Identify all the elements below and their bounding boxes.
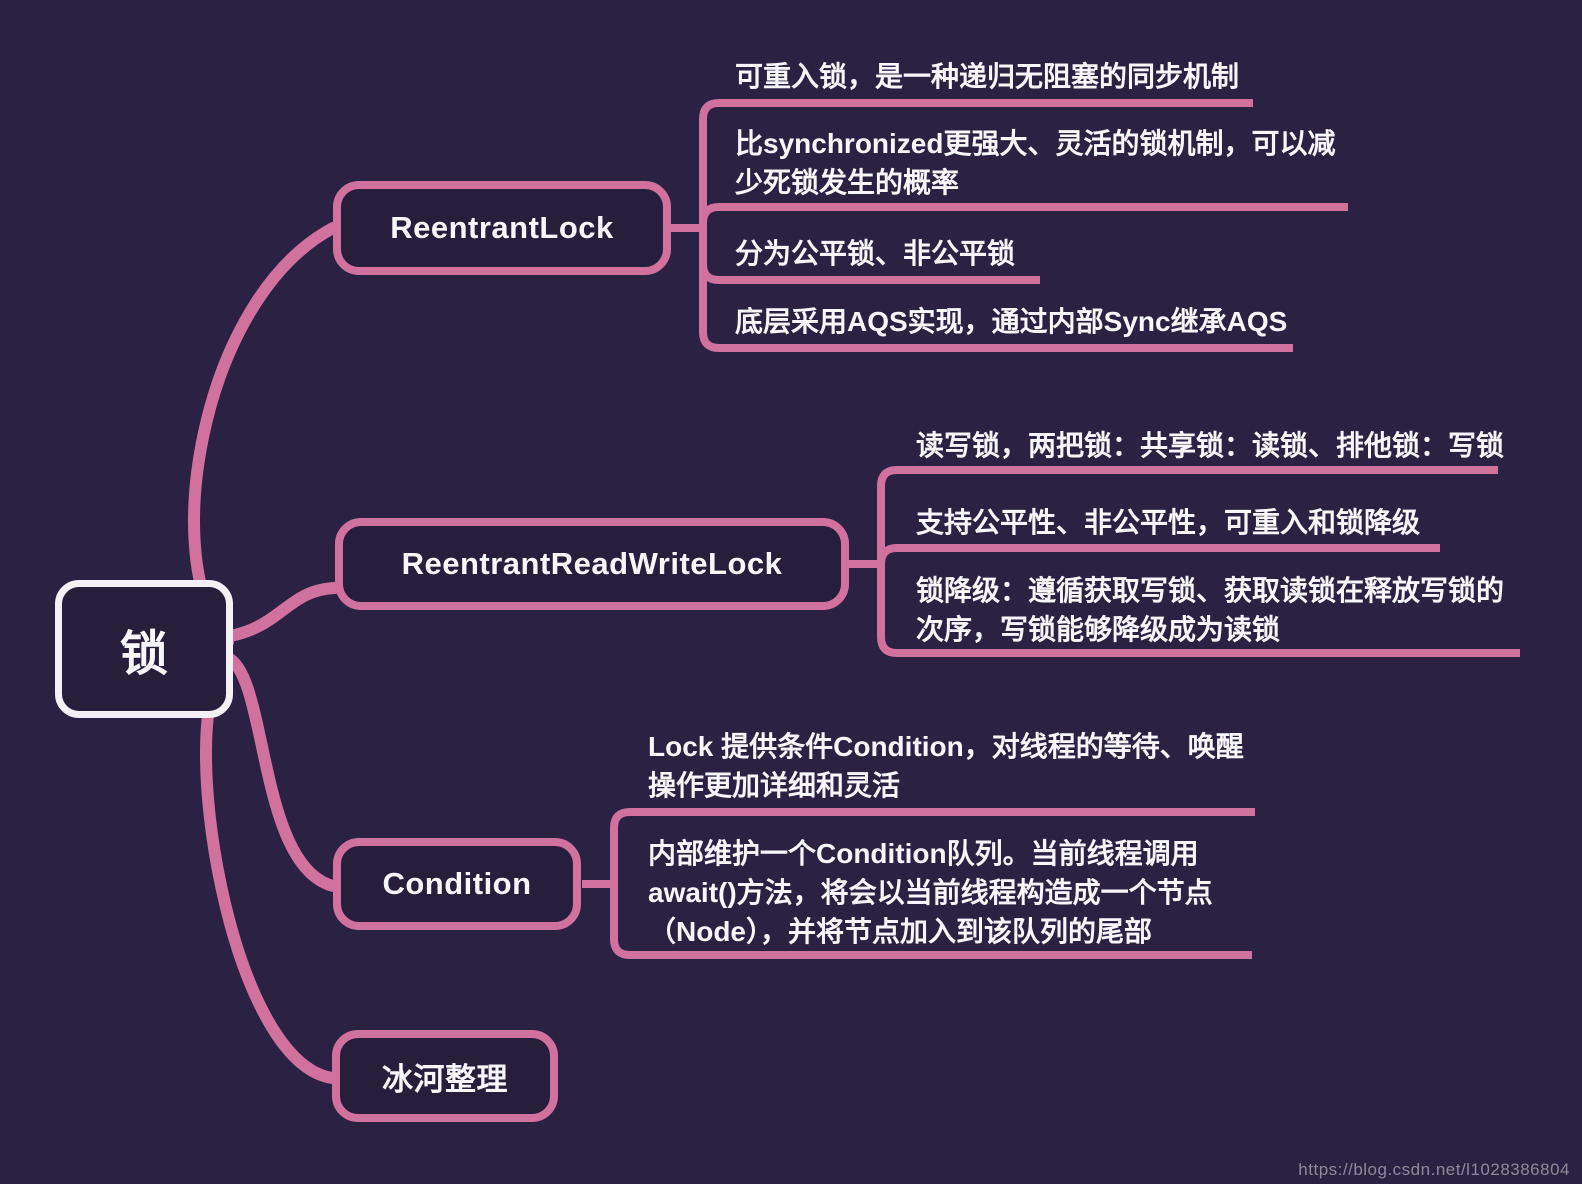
connector-root-condition: [222, 652, 339, 892]
leaf-reentrantlock-3[interactable]: 分为公平锁、非公平锁: [735, 238, 1016, 269]
root-node-lock[interactable]: 锁: [55, 580, 233, 718]
node-reentrantreadwritelock[interactable]: ReentrantReadWriteLock: [335, 518, 849, 610]
leaf-rrwl-3[interactable]: 锁降级：遵循获取写锁、获取读锁在释放写锁的次序，写锁能够降级成为读锁: [916, 575, 1505, 645]
node-label: ReentrantLock: [390, 210, 614, 245]
leaf-rrwl-1[interactable]: 读写锁，两把锁：共享锁：读锁、排他锁：写锁: [916, 430, 1505, 461]
connector-leaf-underline: [877, 564, 1520, 657]
connector-leaf-underline: [610, 884, 1252, 959]
node-label: 冰河整理: [382, 1061, 508, 1097]
node-label: ReentrantReadWriteLock: [401, 546, 783, 581]
connector-leaf-underline: [877, 466, 1498, 564]
leaf-reentrantlock-2[interactable]: 比synchronized更强大、灵活的锁机制，可以减少死锁发生的概率: [735, 128, 1336, 198]
node-label: Condition: [382, 866, 532, 901]
leaf-reentrantlock-1[interactable]: 可重入锁，是一种递归无阻塞的同步机制: [735, 61, 1240, 92]
leaf-rrwl-2[interactable]: 支持公平性、非公平性，可重入和锁降级: [916, 507, 1421, 538]
node-reentrantlock[interactable]: ReentrantLock: [333, 181, 671, 275]
root-node-label: 锁: [119, 628, 168, 681]
connector-leaf-underline: [877, 544, 1440, 565]
connector-leaf-underline: [699, 203, 1348, 228]
connector-leaf-underline: [699, 228, 1293, 352]
node-binghezhengli[interactable]: 冰河整理: [332, 1030, 558, 1122]
connector-leaf-underline: [610, 808, 1255, 884]
connector-root-reentrantreadwritelock: [224, 582, 341, 642]
node-condition[interactable]: Condition: [333, 838, 581, 930]
leaf-condition-2[interactable]: 内部维护一个Condition队列。当前线程调用await()方法，将会以当前线…: [648, 838, 1213, 947]
leaf-reentrantlock-4[interactable]: 底层采用AQS实现，通过内部Sync继承AQS: [735, 306, 1288, 337]
connector-leaf-underline: [699, 99, 1253, 228]
leaf-condition-1[interactable]: Lock 提供条件Condition，对线程的等待、唤醒操作更加详细和灵活: [648, 731, 1244, 801]
watermark-url: https://blog.csdn.net/l1028386804: [1298, 1160, 1570, 1179]
